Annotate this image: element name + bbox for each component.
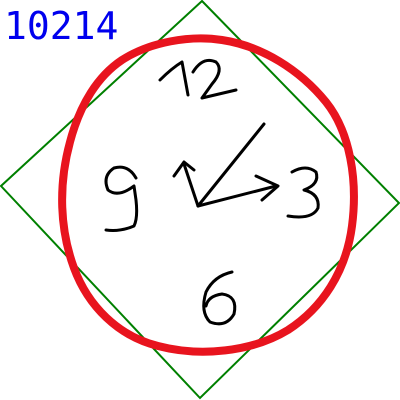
clock-face-outline-icon [58,34,358,356]
numeral-9-icon [104,165,139,232]
upper-hand-arrowhead-icon [172,160,196,178]
short-hand-icon [196,184,278,208]
numeral-12-icon [158,58,238,100]
upper-hand-icon [182,162,200,208]
numeral-3-icon [286,166,320,219]
short-hand-arrowhead-icon [254,174,280,202]
sample-id-label: 10214 [4,4,119,48]
long-hand-icon [196,122,266,208]
numeral-6-icon [202,270,237,326]
clock-hands-icon [172,122,280,208]
